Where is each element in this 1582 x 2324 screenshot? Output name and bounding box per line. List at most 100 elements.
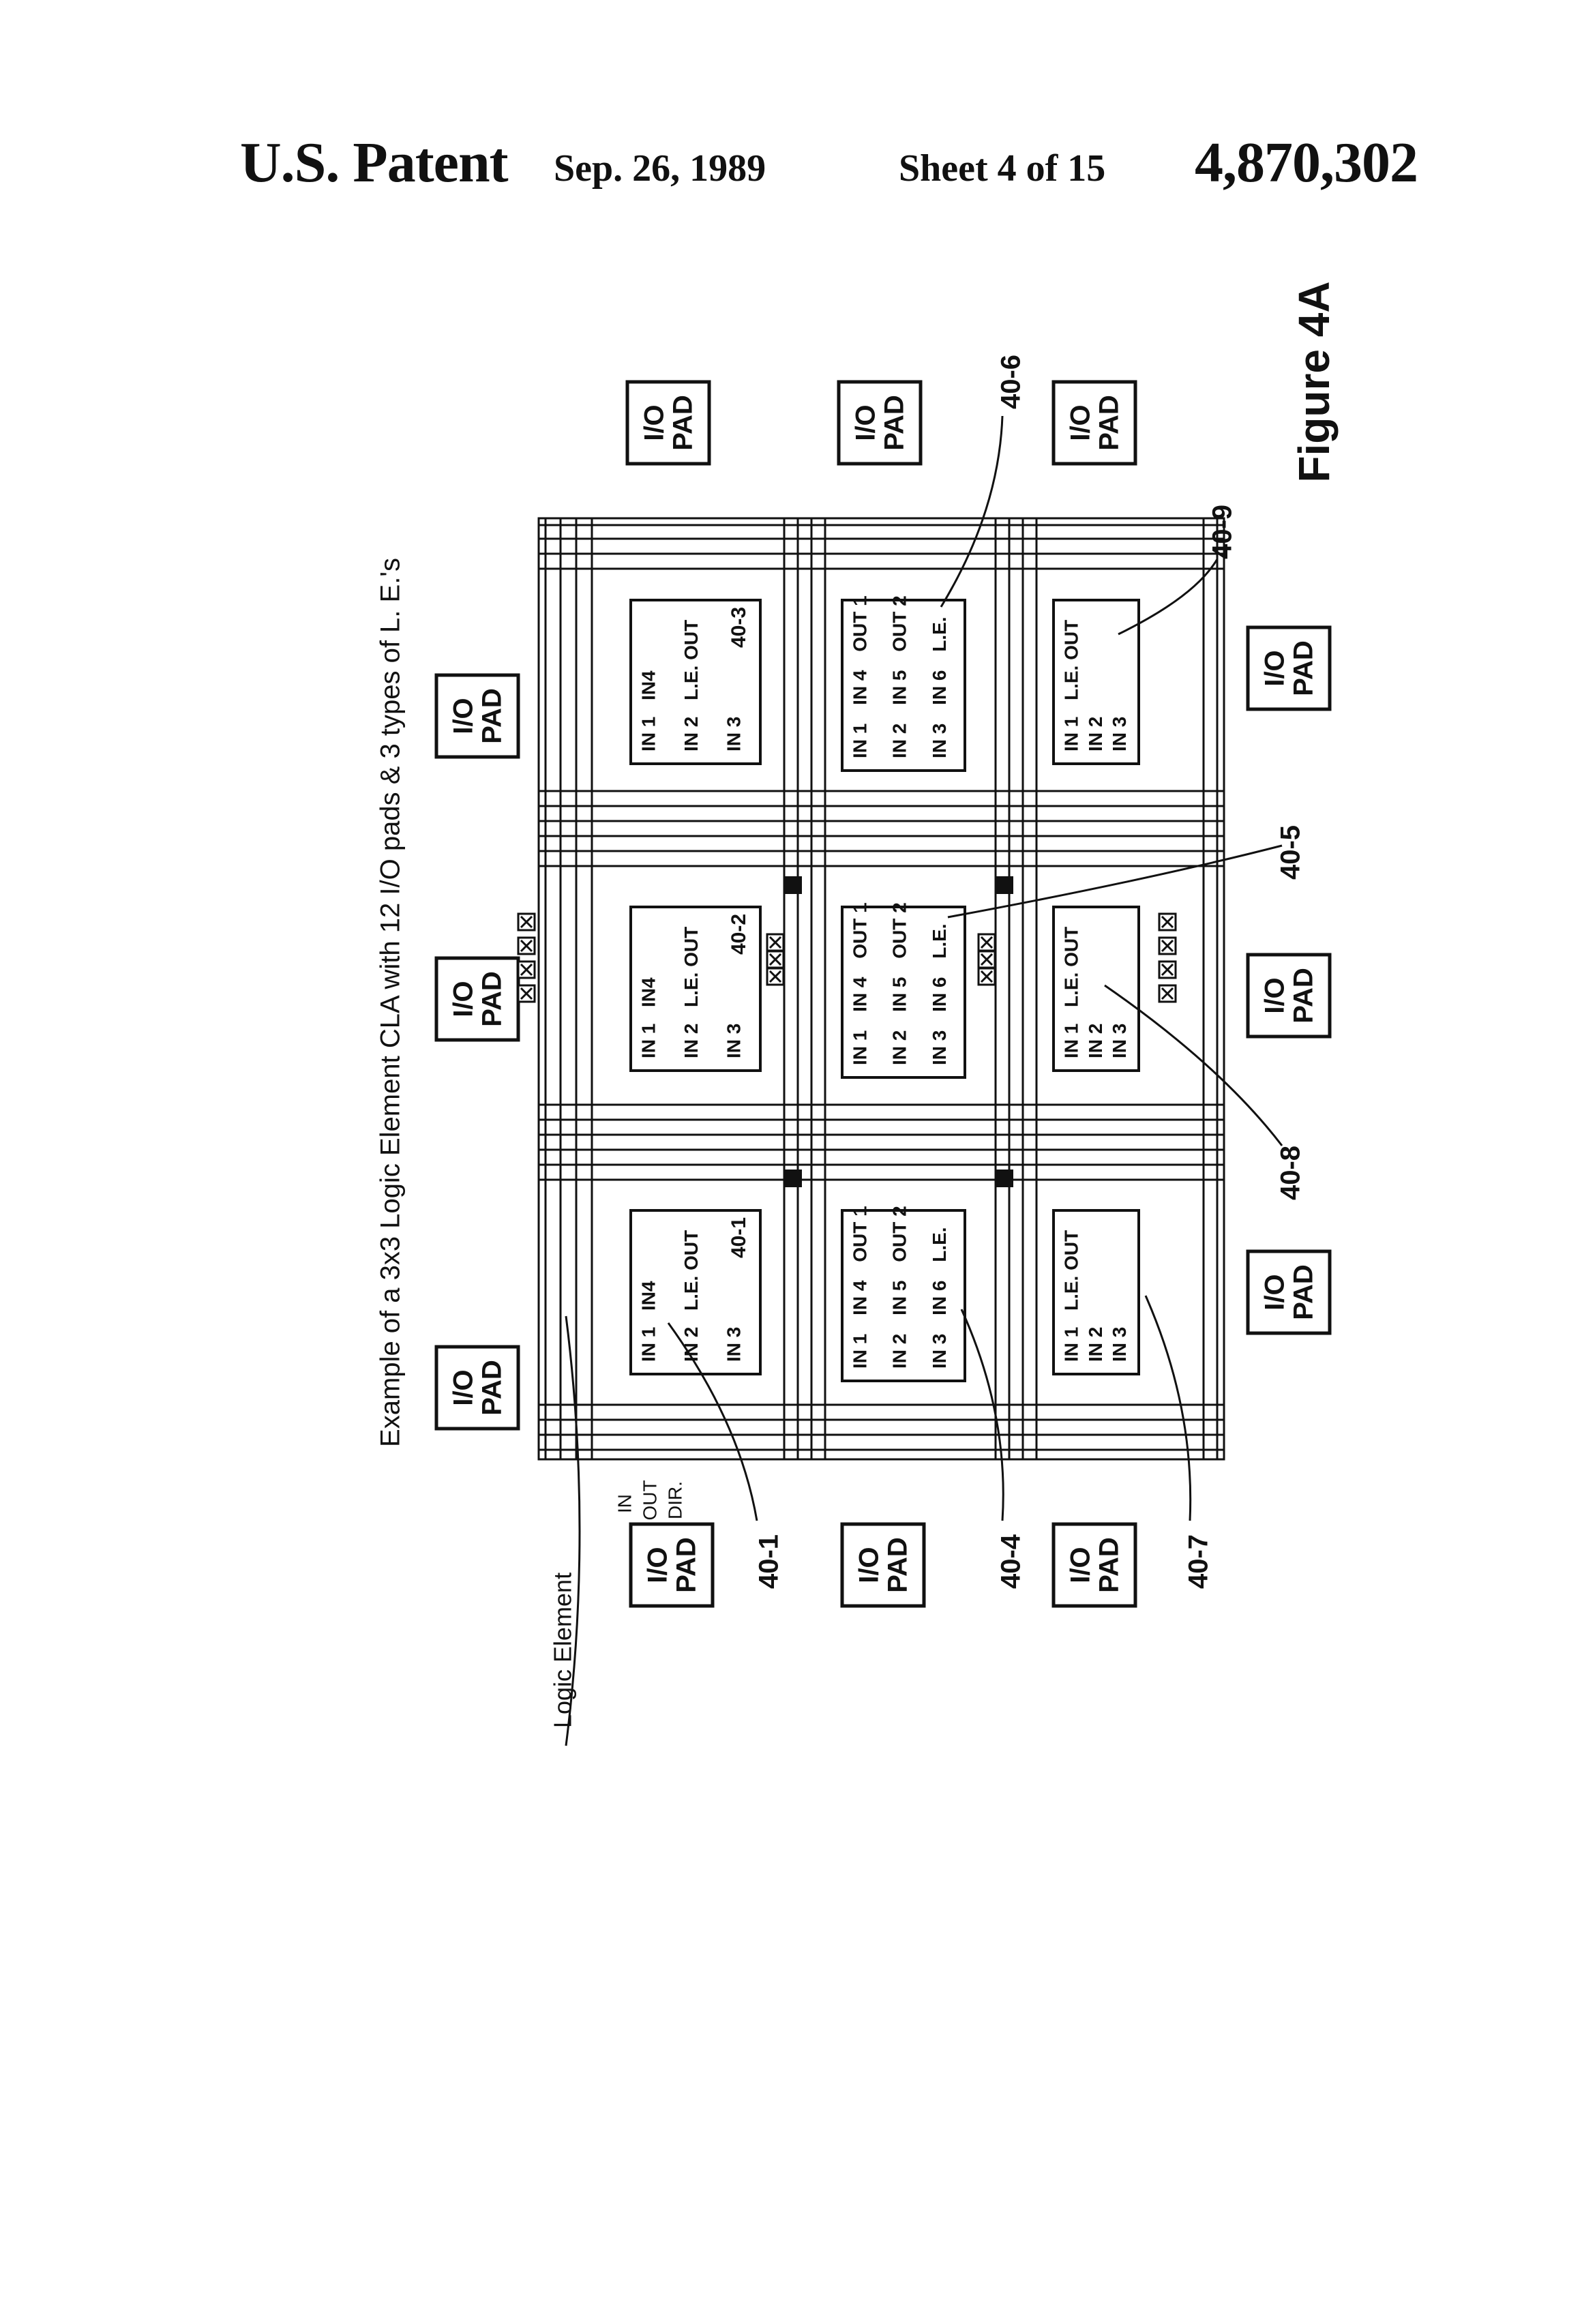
logic-element-pin: L.E.	[929, 923, 950, 958]
reference-numeral: 40-7	[1184, 1534, 1214, 1589]
logic-element-pin: IN 5	[889, 670, 910, 705]
logic-element-pin: IN 5	[889, 1281, 910, 1315]
logic-element-pin: L.E. OUT	[1060, 620, 1081, 700]
io-pad: I/OPAD	[1054, 382, 1135, 464]
logic-element-pin: IN 3	[929, 1334, 950, 1369]
crosspoint-x-box	[979, 951, 995, 968]
logic-element-pin: IN 1	[1060, 1327, 1081, 1362]
logic-element-pin: IN 1	[638, 1327, 659, 1362]
logic-element-pin: OUT 2	[889, 902, 910, 958]
crosspoint-x-box	[1159, 914, 1176, 930]
solid-switch-square	[996, 1170, 1013, 1187]
crosspoint-x-box	[979, 968, 995, 985]
logic-element-pin: IN 3	[1109, 717, 1130, 751]
io-pad-label: I/O	[1260, 1274, 1290, 1310]
io-pad: I/OPAD	[436, 675, 518, 757]
io-pad-label: PAD	[1289, 968, 1319, 1023]
logic-element-pin: L.E. OUT	[681, 927, 702, 1007]
io-pad: I/OPAD	[1248, 1251, 1330, 1333]
crosspoint-x-box	[767, 968, 783, 985]
logic-element-40-3: IN 1IN 2IN 3IN4L.E. OUT40-3	[631, 600, 760, 764]
leader-line	[1146, 1296, 1191, 1521]
logic-element-pin: IN 2	[681, 1024, 702, 1058]
io-pad-label: I/O	[1260, 977, 1290, 1013]
logic-element-pin: L.E. OUT	[1060, 1230, 1081, 1311]
reference-numeral: 40-5	[1276, 825, 1306, 880]
crosspoint-x-box	[518, 985, 535, 1002]
logic-element-pin: IN 5	[889, 977, 910, 1012]
logic-element-pin: IN 2	[1085, 1024, 1106, 1058]
logic-element-pin: IN 1	[1060, 1024, 1081, 1058]
reference-numeral: 40-1	[754, 1534, 784, 1589]
io-pad-label: I/O	[449, 981, 479, 1017]
logic-element-40-6: IN 1IN 2IN 3IN 4IN 5IN 6OUT 1OUT 2L.E.	[842, 595, 965, 771]
io-pad-label: PAD	[477, 971, 507, 1026]
logic-element-pin: IN 1	[638, 717, 659, 751]
logic-element-pin: IN 2	[1085, 1327, 1106, 1362]
logic-element-pin: L.E. OUT	[1060, 927, 1081, 1007]
io-pad-label: I/O	[643, 1547, 673, 1583]
logic-element-pin: IN 6	[929, 670, 950, 705]
logic-element-pin: IN 2	[889, 724, 910, 758]
pad-pin-out: OUT	[639, 1480, 660, 1520]
logic-element-pin: OUT 1	[849, 902, 870, 958]
figure-title: Figure 4A	[1289, 281, 1339, 482]
io-pad-label: I/O	[1066, 404, 1096, 441]
io-pad-label: PAD	[477, 688, 507, 743]
leader-line	[961, 1309, 1003, 1521]
logic-element-pin: IN 3	[723, 1327, 744, 1362]
logic-element-pin: IN4	[638, 1281, 659, 1311]
logic-element-pin: L.E.	[929, 1227, 950, 1262]
reference-numeral: 40-6	[996, 355, 1026, 409]
reference-numeral: 40-9	[1208, 505, 1238, 559]
logic-element-ref: 40-1	[728, 1217, 750, 1258]
pad-pin-in: IN	[614, 1494, 635, 1513]
solid-switch-square	[996, 876, 1013, 894]
logic-element-pin: IN 4	[849, 670, 870, 705]
reference-numeral: 40-8	[1276, 1146, 1306, 1200]
io-pad-label: I/O	[851, 404, 881, 441]
logic-element-pin: OUT 2	[889, 595, 910, 651]
logic-element-pin: IN 1	[849, 1030, 870, 1065]
logic-element-40-1: IN 1IN 2IN 3IN4L.E. OUT40-1	[631, 1210, 760, 1374]
io-pad-label: PAD	[1094, 395, 1124, 450]
logic-element-callout: Logic Element	[549, 1573, 577, 1728]
logic-element-pin: IN 3	[1109, 1327, 1130, 1362]
io-pad-label: I/O	[1260, 650, 1290, 686]
logic-element-pin: L.E. OUT	[681, 1230, 702, 1311]
io-pad: I/OPAD	[1248, 627, 1330, 709]
io-pad-label: PAD	[880, 395, 910, 450]
crosspoint-x-box	[518, 914, 535, 930]
logic-element-pin: IN 4	[849, 977, 870, 1012]
reference-numeral: 40-4	[996, 1534, 1026, 1589]
io-pad: I/OPAD	[436, 1347, 518, 1429]
logic-element-pin: L.E.	[929, 616, 950, 651]
logic-element-40-8: IN 1IN 2IN 3 L.E. OUT	[1054, 907, 1139, 1071]
logic-element-pin: IN4	[638, 977, 659, 1007]
logic-element-pin: IN4	[638, 670, 659, 700]
io-pad-label: PAD	[883, 1537, 913, 1592]
io-pad-label: PAD	[1289, 1264, 1319, 1320]
figure-caption: Example of a 3x3 Logic Element CLA with …	[376, 558, 406, 1447]
logic-element-pin: IN 2	[1085, 717, 1106, 751]
logic-element-40-2: IN 1IN 2IN 3IN4L.E. OUT40-2	[631, 907, 760, 1071]
logic-element-pin: IN 3	[929, 1030, 950, 1065]
logic-element-pin: IN 1	[849, 724, 870, 758]
logic-element-pin: IN 3	[1109, 1024, 1130, 1058]
crosspoint-x-box	[1159, 938, 1176, 954]
solid-switch-square	[784, 1170, 802, 1187]
logic-element-pin: OUT 1	[849, 595, 870, 651]
crosspoint-x-box	[1159, 962, 1176, 978]
crosspoint-x-box	[979, 934, 995, 951]
logic-element-pin: IN 3	[723, 717, 744, 751]
logic-element-pin: IN 1	[849, 1334, 870, 1369]
io-pad-label: PAD	[1094, 1537, 1124, 1592]
logic-element-40-4: IN 1IN 2IN 3IN 4IN 5IN 6OUT 1OUT 2L.E.	[842, 1206, 965, 1381]
crosspoint-x-box	[1159, 985, 1176, 1002]
io-pad-label: PAD	[672, 1537, 702, 1592]
io-pad: I/OPAD	[842, 1524, 924, 1606]
io-pad: I/OPAD	[627, 382, 709, 464]
logic-element-pin: IN 1	[638, 1024, 659, 1058]
io-pad-label: PAD	[668, 395, 698, 450]
